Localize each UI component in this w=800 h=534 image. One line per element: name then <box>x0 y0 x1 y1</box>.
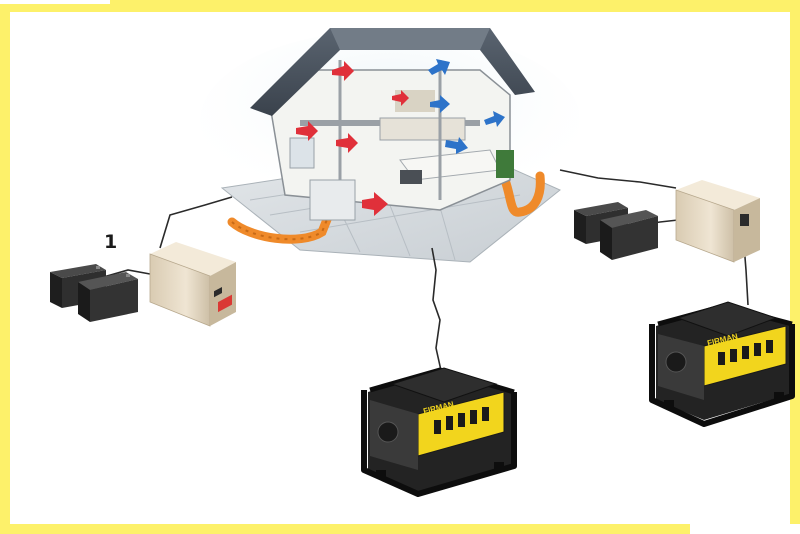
house-cutaway-icon <box>200 28 580 263</box>
number-label: 1 <box>104 231 117 253</box>
battery-icon <box>50 264 138 322</box>
generator-icon: FIRMAN <box>649 301 795 427</box>
top-left-notch <box>0 0 110 4</box>
ups-icon <box>675 180 760 263</box>
bottom-right-strip <box>690 524 800 534</box>
generator-icon: FIRMAN <box>361 367 517 497</box>
ups-icon <box>149 242 236 327</box>
battery-icon <box>574 202 658 260</box>
